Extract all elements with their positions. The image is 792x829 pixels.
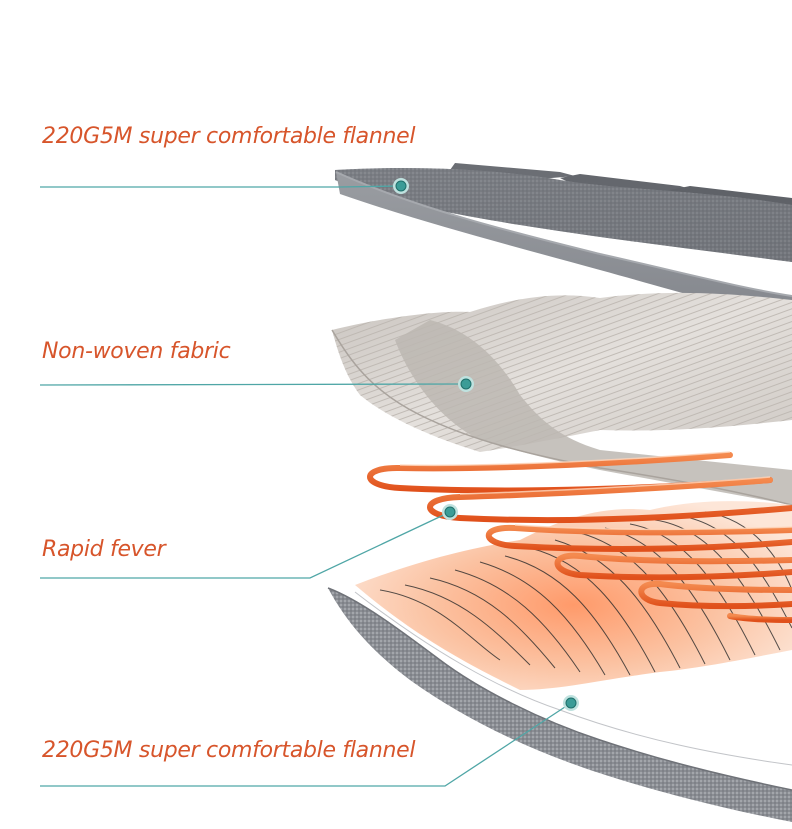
top-flannel-layer: [335, 163, 792, 322]
marker-dot-3: [442, 504, 458, 520]
leader-line-3: [40, 511, 451, 579]
heating-layer: [355, 451, 792, 690]
layer-label-heating: Rapid fever: [42, 537, 166, 562]
layer-label-nonwoven: Non-woven fabric: [42, 339, 231, 364]
marker-dot-2: [458, 376, 474, 392]
leader-lines: [39, 185, 572, 787]
leader-line-1: [40, 185, 402, 188]
nonwoven-layer: [331, 292, 792, 506]
leader-line-4: [40, 702, 572, 787]
marker-dot-4: [563, 695, 579, 711]
marker-dot-1: [393, 178, 409, 194]
layer-label-bottom-flannel: 220G5M super comfortable flannel: [42, 738, 416, 763]
layer-label-top-flannel: 220G5M super comfortable flannel: [42, 124, 416, 149]
leader-line-2: [39, 383, 467, 386]
callout-markers: [393, 178, 579, 711]
